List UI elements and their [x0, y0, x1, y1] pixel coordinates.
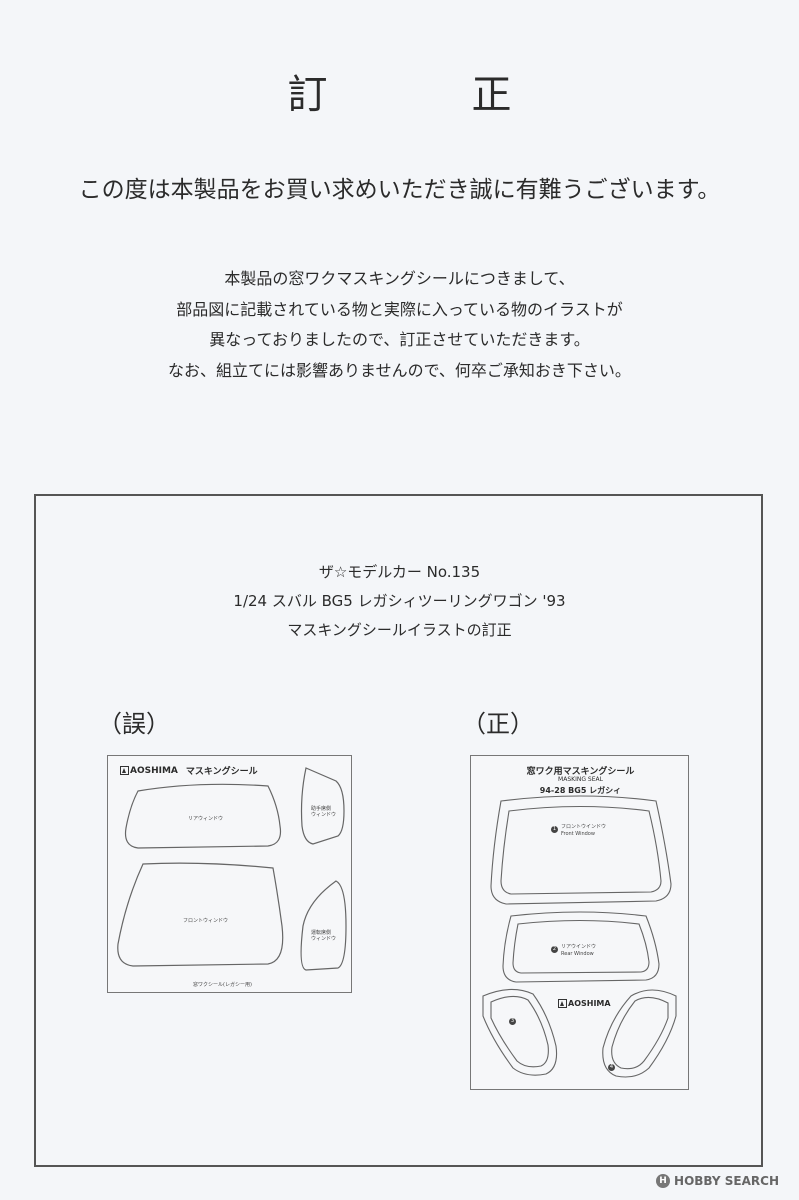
thanks-message: この度は本製品をお買い求めいただき誠に有難うございます。: [78, 177, 721, 203]
hobby-search-watermark: H HOBBY SEARCH: [656, 1174, 779, 1188]
rear-window-ja: リアウインドウ: [561, 944, 597, 950]
rear-window-number-badge: 2: [551, 946, 558, 953]
watermark-text: HOBBY SEARCH: [674, 1174, 779, 1188]
side-lower-text: 運転席側 ウィンドウ: [311, 930, 337, 942]
aoshima-logo-icon: [558, 999, 567, 1008]
front-window-inner-shape: [500, 805, 662, 895]
rear-window-text: リアウィンドウ: [188, 816, 224, 822]
notice-line: 部品図に記載されている物と実際に入っている物のイラストが: [176, 299, 623, 319]
notice-line: 異なっておりましたので、訂正させていただきます。: [209, 330, 590, 349]
front-window-text: フロントウィンドウ: [183, 918, 229, 924]
notice-text: 本製品の窓ワクマスキングシールにつきまして、 部品図に記載されている物と実際に入…: [0, 264, 799, 386]
side-right-number-badge: 4: [608, 1064, 615, 1071]
side-left-window-inner-shape: [490, 995, 549, 1068]
aoshima-brand: AOSHIMA: [558, 999, 611, 1008]
side-right-window-outer-shape: [602, 989, 677, 1078]
notice-line: なお、組立てには影響ありませんので、何卒ご承知おき下さい。: [168, 360, 631, 380]
wrong-sheet-drawing: [117, 767, 347, 971]
side-left-number-badge: 3: [509, 1018, 516, 1025]
front-window-outer-shape: [490, 795, 672, 905]
sheet-title: 窓ワク用マスキングシール: [526, 767, 635, 777]
brand-name: AOSHIMA: [568, 999, 611, 1008]
product-series: ザ☆モデルカー No.135: [318, 563, 481, 581]
aoshima-logo-icon: [120, 766, 129, 775]
product-name: 1/24 スバル BG5 レガシィツーリングワゴン '93: [233, 592, 566, 610]
correction-frame: [34, 494, 763, 1167]
wrong-sheet-illustration: AOSHIMA マスキングシール リアウィンドウ フロントウィンドウ 助手席側 …: [107, 755, 352, 993]
sheet-subtitle-code: 94-28 BG5 レガシィ: [539, 786, 622, 795]
side-left-window-outer-shape: [482, 988, 558, 1076]
side-upper-text: 助手席側 ウィンドウ: [311, 806, 337, 818]
rear-window-outer-shape: [502, 911, 660, 983]
sheet-subtitle-en: MASKING SEAL: [558, 776, 603, 783]
correction-subject: マスキングシールイラストの訂正: [287, 621, 512, 639]
front-window-number-badge: 1: [551, 826, 558, 833]
product-info: ザ☆モデルカー No.135 1/24 スバル BG5 レガシィツーリングワゴン…: [0, 558, 799, 645]
correct-label: （正）: [462, 710, 534, 738]
side-lower-window-shape: [300, 880, 347, 971]
rear-window-en: Rear Window: [561, 951, 594, 957]
correct-sheet-illustration: 窓ワク用マスキングシール MASKING SEAL 94-28 BG5 レガシィ…: [470, 755, 689, 1090]
brand-name: AOSHIMA: [130, 765, 178, 776]
page-title: 訂 正: [287, 72, 564, 118]
notice-line: 本製品の窓ワクマスキングシールにつきまして、: [224, 269, 575, 288]
side-right-window-inner-shape: [611, 996, 669, 1070]
front-window-shape: [117, 862, 284, 967]
sheet-title: マスキングシール: [185, 767, 258, 777]
hobby-search-logo-icon: H: [656, 1174, 671, 1188]
front-window-ja: フロントウインドウ: [561, 824, 607, 830]
wrong-label: （誤）: [98, 710, 170, 738]
rear-window-inner-shape: [512, 919, 650, 974]
side-upper-window-shape: [300, 767, 345, 845]
sheet-footer: 窓ワクシール(レガシー用): [193, 982, 252, 988]
correct-sheet-drawing: [482, 795, 677, 1078]
front-window-en: Front Window: [561, 831, 595, 837]
aoshima-brand: AOSHIMA マスキングシール: [120, 764, 258, 777]
rear-window-shape: [124, 783, 282, 849]
